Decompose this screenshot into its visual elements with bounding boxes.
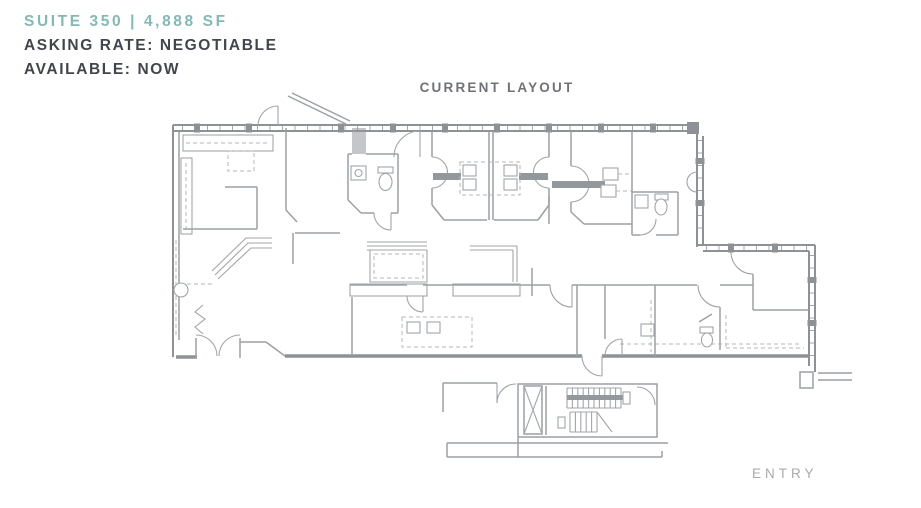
exterior-walls: [172, 92, 852, 389]
column-icon: [173, 282, 189, 298]
restroom-right: [631, 171, 698, 236]
listing-header: SUITE 350 | 4,888 SF ASKING RATE: NEGOTI…: [24, 10, 278, 82]
asking-rate: ASKING RATE: NEGOTIABLE: [24, 37, 278, 54]
double-entry-doors: [195, 334, 241, 357]
workstation-icon: [503, 164, 518, 177]
toilet-icon: [377, 166, 394, 174]
stair-treads-lower: [569, 411, 598, 433]
workstation-icon: [602, 167, 619, 181]
reception-counter: [173, 232, 340, 335]
workstation-icon: [426, 321, 441, 334]
workstation-icon: [600, 184, 617, 198]
bifold-door-icon: [194, 304, 206, 335]
availability: AVAILABLE: NOW: [24, 61, 181, 78]
workstation-icon: [462, 178, 477, 191]
private-offices: [431, 131, 633, 225]
entry-label: ENTRY: [752, 466, 818, 481]
workstation-icon: [503, 178, 518, 191]
stairwell: [442, 382, 668, 458]
workstation-icon: [640, 323, 655, 337]
work-rooms: [349, 241, 697, 377]
workstation-icon: [462, 164, 477, 177]
shaft-icon: [523, 385, 543, 435]
sink-icon: [634, 194, 649, 209]
plan-title: CURRENT LAYOUT: [419, 80, 575, 95]
corner-office-casework: [180, 128, 298, 235]
workstation-icon: [406, 321, 421, 334]
suite-title: SUITE 350 | 4,888 SF: [24, 13, 228, 30]
right-wing: [697, 251, 809, 350]
toilet-icon: [699, 326, 714, 334]
restroom-left: [347, 128, 421, 231]
